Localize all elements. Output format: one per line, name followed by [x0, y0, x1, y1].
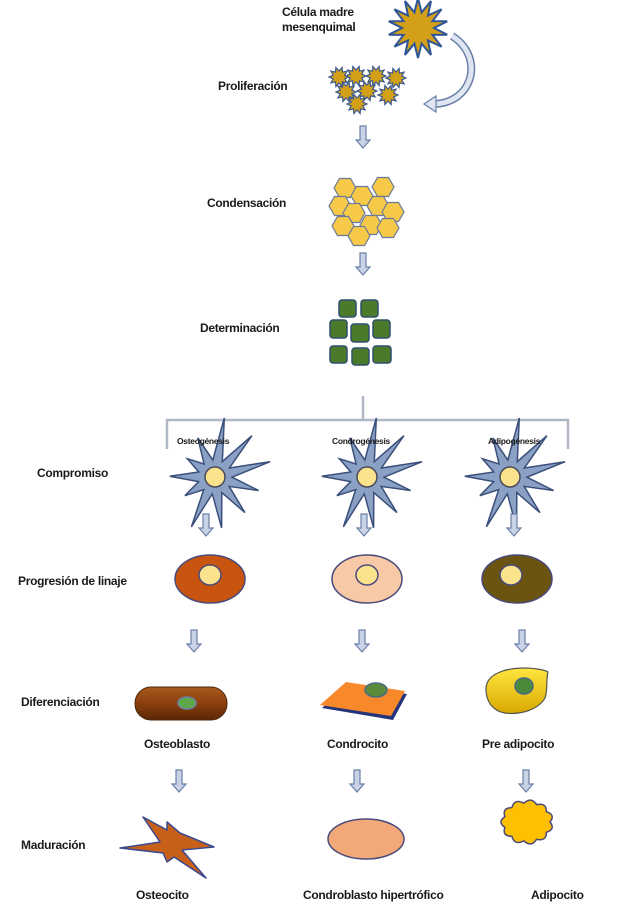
- stage-label-proliferation: Proliferación: [218, 79, 288, 93]
- cell-label-adipocyte: Adipocito: [531, 888, 584, 902]
- condensed-cell: [333, 177, 357, 199]
- arrow-down-icon: [349, 769, 365, 793]
- cell-label-chondrocyte: Condrocito: [327, 737, 388, 751]
- stage-label-lineage-progression: Progresión de linaje: [18, 574, 127, 588]
- progression-cell-osteo-icon: [174, 554, 246, 604]
- condensed-cells-icon: [328, 176, 405, 247]
- arrow-down-icon: [355, 125, 371, 149]
- lineage-label-osteogenesis: Osteogénesis: [177, 436, 230, 446]
- osteocyte-icon: [119, 816, 215, 879]
- committed-cell-osteo-icon: [169, 417, 271, 529]
- chondrocyte-icon: [320, 682, 407, 720]
- stage-label-maturation: Maduración: [21, 838, 86, 852]
- proliferating-cell: [364, 65, 388, 87]
- committed-cell-condro-icon: [321, 417, 423, 529]
- arrow-down-icon: [171, 769, 187, 793]
- determined-cells-icon: [329, 299, 392, 366]
- proliferating-cell: [384, 67, 408, 89]
- stem-cell-label-line2: mesenquimal: [282, 20, 356, 34]
- stem-cell-icon: [388, 0, 448, 59]
- arrow-down-icon: [186, 629, 202, 653]
- hypertrophic-chondroblast-icon: [327, 818, 405, 860]
- stage-label-condensation: Condensación: [207, 196, 287, 210]
- cell-label-osteoblast: Osteoblasto: [144, 737, 211, 751]
- condensed-cell: [371, 176, 395, 198]
- cell-label-osteocyte: Osteocito: [136, 888, 189, 902]
- arrow-down-icon: [355, 252, 371, 276]
- arrow-down-icon: [518, 769, 534, 793]
- lineage-label-adipogenesis: Adipogénesis: [488, 436, 541, 446]
- proliferating-cell: [327, 66, 351, 88]
- stage-label-commitment: Compromiso: [37, 466, 109, 480]
- cell-label-preadipocyte: Pre adipocito: [482, 737, 555, 751]
- proliferating-cell: [355, 80, 379, 102]
- nucleus: [204, 466, 226, 488]
- adipocyte-icon: [500, 799, 553, 845]
- osteoblast-icon: [134, 686, 228, 721]
- curved-arrow-icon: [422, 32, 476, 114]
- proliferating-cells-icon: [327, 65, 408, 115]
- condensed-cell: [381, 201, 405, 223]
- progression-cell-condro-icon: [331, 554, 403, 604]
- condensed-cell: [376, 217, 400, 239]
- stem-cell-label: Célula madre mesenquimal: [282, 5, 356, 35]
- stage-label-determination: Determinación: [200, 321, 280, 335]
- proliferating-cell: [345, 93, 369, 115]
- proliferating-cell: [344, 65, 368, 87]
- branch-connector: [165, 396, 570, 449]
- committed-cell-adipo-icon: [464, 417, 566, 529]
- lineage-label-chondrogenesis: Condrogénesis: [332, 436, 390, 446]
- condensed-cell: [347, 225, 371, 247]
- preadipocyte-icon: [485, 667, 549, 715]
- proliferating-cell: [376, 84, 400, 106]
- stage-label-differentiation: Diferenciación: [21, 695, 100, 709]
- progression-cell-adipo-icon: [481, 554, 553, 604]
- arrow-down-icon: [198, 513, 214, 537]
- nucleus: [356, 466, 378, 488]
- arrow-down-icon: [356, 513, 372, 537]
- arrow-down-icon: [354, 629, 370, 653]
- cell-label-hypertrophic-chondroblast: Condroblasto hipertrófico: [303, 888, 444, 902]
- arrow-down-icon: [506, 513, 522, 537]
- arrow-down-icon: [514, 629, 530, 653]
- stem-cell-label-line1: Célula madre: [282, 5, 354, 19]
- nucleus: [499, 466, 521, 488]
